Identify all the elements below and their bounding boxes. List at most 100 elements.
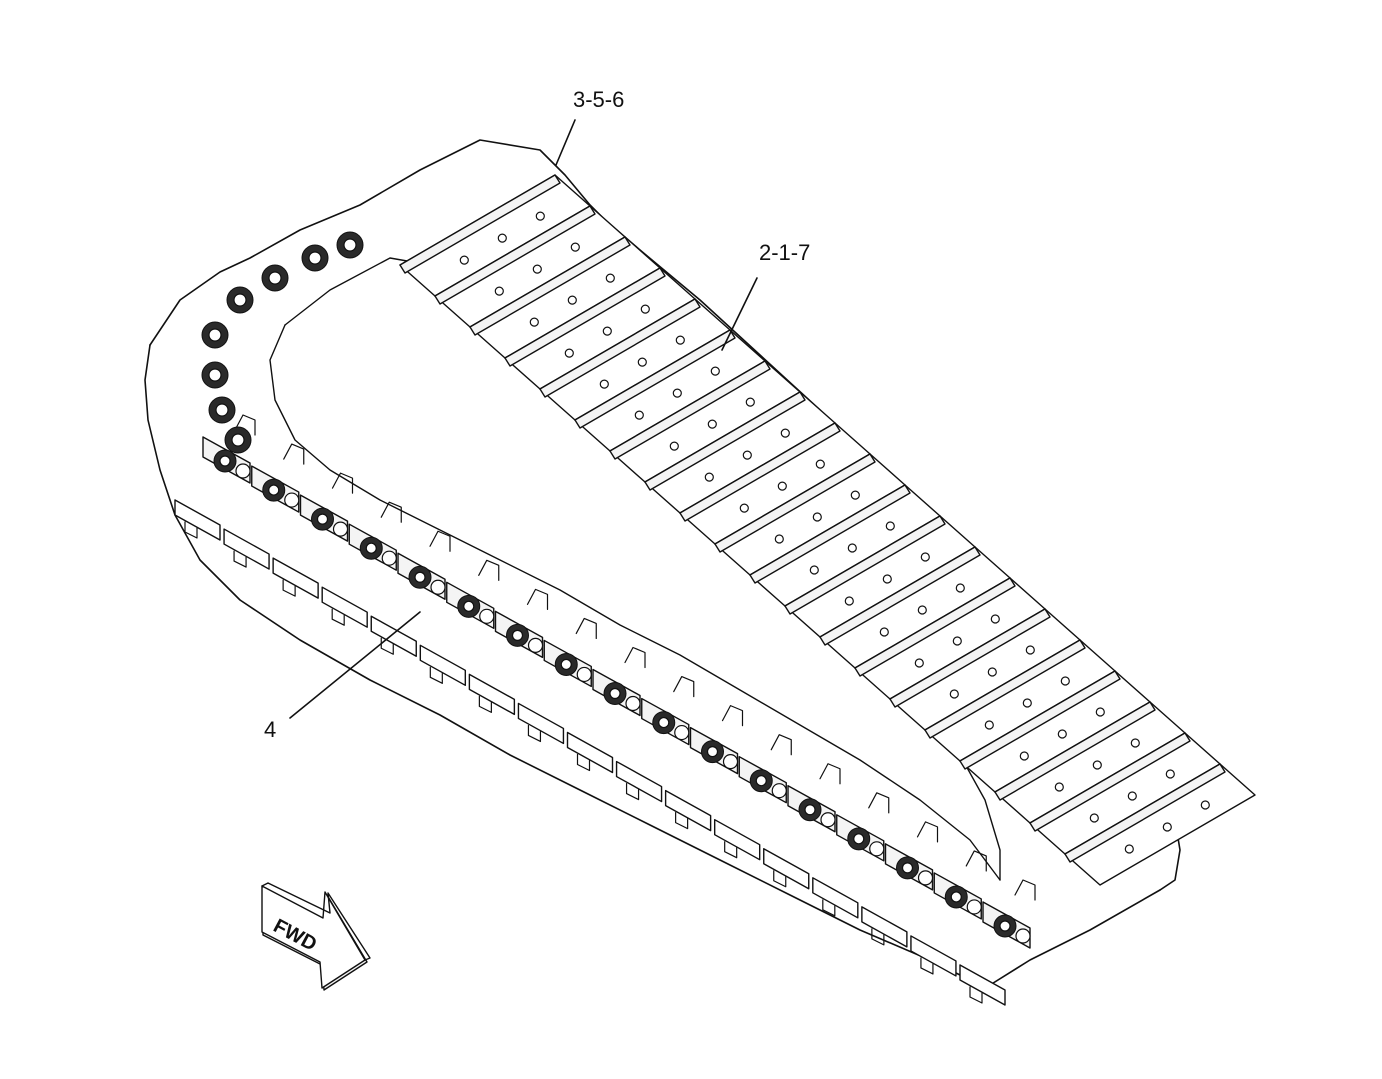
bolt-icon: [844, 596, 854, 606]
link-tooth: [283, 443, 305, 465]
link-tooth: [916, 821, 939, 843]
chain-link: [299, 472, 354, 542]
link-tooth: [770, 734, 792, 756]
grouser-plate: [321, 586, 368, 628]
chain-link: [202, 414, 256, 484]
grouser-tooth: [184, 521, 198, 539]
track-shoe: [1064, 763, 1256, 886]
track-shoe: [434, 205, 626, 328]
bolt-icon: [780, 428, 790, 438]
grouser-bar: [1029, 732, 1191, 832]
pin-icon: [511, 629, 524, 641]
grouser-plate: [468, 673, 516, 716]
bolt-icon: [459, 255, 469, 265]
grouser-plate: [174, 499, 221, 541]
roller-icon: [235, 463, 251, 479]
roller-icon: [527, 637, 544, 653]
link-tooth: [819, 763, 841, 785]
grouser-tooth: [331, 608, 345, 626]
bolt-icon: [984, 720, 994, 730]
chain-link: [738, 734, 792, 804]
grouser-plate: [713, 818, 761, 861]
chain-link: [787, 763, 841, 833]
bolt-icon: [879, 627, 889, 637]
link-tooth: [721, 705, 744, 727]
bolt-icon: [914, 658, 924, 668]
ground-grouser: [615, 760, 663, 803]
pin-icon: [365, 542, 377, 554]
roller-icon: [1015, 928, 1031, 944]
leader-line-4: [289, 611, 421, 719]
bolt-icon: [882, 574, 892, 584]
ground-grouser: [174, 499, 221, 541]
grouser-plate: [517, 702, 565, 745]
rear-link: [226, 286, 254, 314]
chain-link: [397, 530, 451, 600]
link-tooth: [380, 501, 402, 523]
bolt-icon: [529, 317, 539, 327]
track-shoe: [574, 329, 766, 452]
grouser-plate: [615, 760, 663, 803]
bolt-icon: [812, 512, 822, 522]
link-tooth: [234, 414, 256, 436]
rear-pin-icon: [208, 368, 222, 382]
grouser-tooth: [478, 695, 492, 713]
grouser-tooth: [871, 928, 885, 946]
ground-grouser: [419, 644, 467, 687]
bolt-icon: [850, 490, 860, 500]
bolt-icon: [1124, 844, 1134, 854]
pin-icon: [950, 891, 962, 903]
bolt-icon: [777, 481, 787, 491]
leader-line-2-1-7: [721, 277, 758, 351]
track-shoe: [994, 701, 1186, 824]
roller-icon: [625, 695, 641, 712]
grouser-bar: [469, 236, 631, 336]
grouser-bar: [434, 205, 596, 305]
bolt-icon: [1165, 769, 1175, 779]
bolt-icon: [1089, 813, 1099, 823]
grouser-bar: [889, 608, 1051, 708]
bolt-icon: [637, 357, 647, 367]
rear-pin-icon: [231, 433, 245, 447]
leader-line-3-5-6: [555, 119, 576, 166]
ground-grouser: [223, 528, 270, 570]
roller-icon: [674, 724, 690, 741]
lower-track-shoes: [174, 499, 1006, 1006]
bolt-icon: [1019, 751, 1029, 761]
callout-label-4: 4: [264, 717, 276, 742]
grouser-tooth: [282, 579, 296, 597]
grouser-bar: [539, 298, 701, 398]
grouser-plate: [419, 644, 467, 687]
pin-icon: [609, 687, 621, 700]
link-tooth: [526, 588, 549, 610]
track-shoe: [504, 267, 696, 390]
rear-link: [301, 244, 329, 272]
bolt-icon: [570, 242, 580, 252]
grouser-plate: [910, 935, 957, 977]
grouser-tooth: [625, 782, 640, 801]
rear-pin-icon: [308, 251, 322, 265]
bolt-icon: [920, 552, 930, 562]
ground-grouser: [910, 935, 957, 977]
track-shoe: [889, 608, 1081, 731]
track-shoe: [1029, 732, 1221, 855]
roller-icon: [576, 666, 592, 683]
ground-grouser: [272, 557, 319, 599]
upper-track-shoes: [399, 174, 1256, 886]
bolt-icon: [605, 273, 615, 283]
bolt-icon: [1060, 676, 1070, 686]
bolt-icon: [885, 521, 895, 531]
bolt-icon: [1200, 800, 1210, 810]
chain-link: [543, 617, 597, 688]
bolt-icon: [774, 534, 784, 544]
pin-icon: [268, 484, 280, 496]
track-shoe: [644, 391, 836, 514]
bolt-icon: [1162, 822, 1172, 832]
pin-icon: [658, 716, 670, 729]
grouser-tooth: [822, 899, 836, 917]
bolt-icon: [1092, 760, 1102, 770]
grouser-plate: [959, 964, 1006, 1006]
chain-link: [982, 879, 1036, 949]
link-tooth: [478, 559, 500, 581]
